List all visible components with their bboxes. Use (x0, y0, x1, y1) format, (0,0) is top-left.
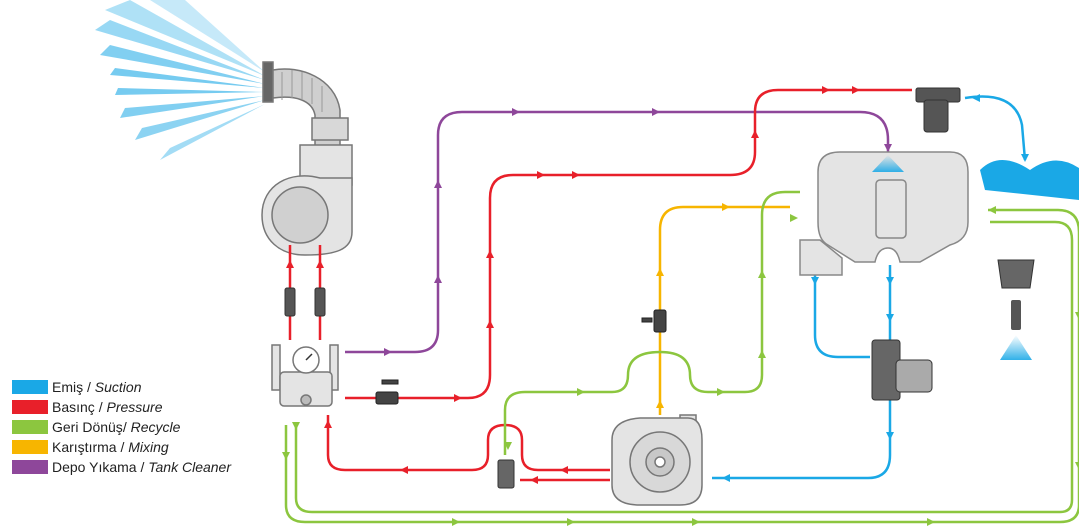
ball-valve-pressure (375, 379, 399, 405)
main-tank (799, 151, 969, 276)
suction-filter (915, 87, 961, 133)
pressure-regulator (271, 344, 339, 407)
tank-cleaner-line (345, 110, 890, 354)
legend-item-pressure: Basınç / Pressure (12, 397, 272, 417)
mixing-line (658, 205, 790, 415)
legend-label-tank-cleaner: Depo Yıkama / Tank Cleaner (52, 459, 232, 475)
legend-label-suction: Emiş / Suction (52, 379, 142, 395)
air-spray (95, 0, 265, 160)
legend-swatch-suction (12, 380, 48, 394)
water-source (980, 160, 1079, 200)
flow-arrows (282, 86, 1079, 526)
recycle-lines (284, 190, 1079, 524)
legend-item-tank-cleaner: Depo Yıkama / Tank Cleaner (12, 457, 272, 477)
legend-label-recycle: Geri Dönüş/ Recycle (52, 419, 181, 435)
check-valve (497, 459, 515, 489)
pressure-lines (288, 88, 912, 482)
main-pump (611, 414, 703, 506)
ball-valve-mixing (641, 309, 667, 333)
tank-inlet-spray (872, 155, 904, 172)
legend: Emiş / Suction Basınç / Pressure Geri Dö… (12, 377, 272, 477)
legend-label-mixing: Karıştırma / Mixing (52, 439, 169, 455)
legend-swatch-recycle (12, 420, 48, 434)
single-nozzle (997, 259, 1035, 360)
blower-fan-housing (261, 61, 353, 256)
legend-swatch-tank-cleaner (12, 460, 48, 474)
legend-item-mixing: Karıştırma / Mixing (12, 437, 272, 457)
nozzle-pair (284, 287, 326, 317)
control-valve-assembly (871, 339, 933, 401)
legend-label-pressure: Basınç / Pressure (52, 399, 163, 415)
legend-swatch-pressure (12, 400, 48, 414)
legend-item-recycle: Geri Dönüş/ Recycle (12, 417, 272, 437)
legend-item-suction: Emiş / Suction (12, 377, 272, 397)
legend-swatch-mixing (12, 440, 48, 454)
